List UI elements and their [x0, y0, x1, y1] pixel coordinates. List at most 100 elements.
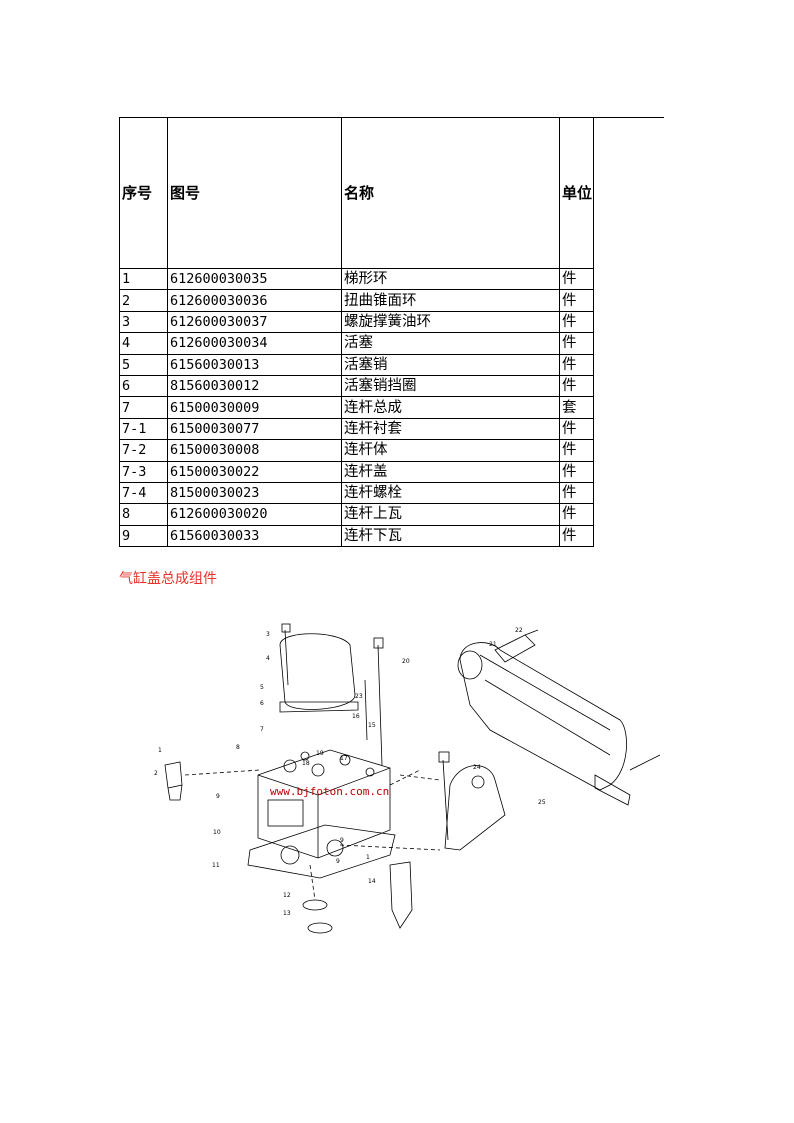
- cell-unit: 件: [559, 374, 594, 398]
- cell-unit: 件: [559, 439, 594, 462]
- cell-unit: 件: [559, 481, 594, 505]
- cell-unit: 件: [559, 460, 594, 483]
- cell-part-number: 61500030008: [167, 439, 342, 462]
- cell-part-number: 61500030022: [167, 460, 342, 483]
- cell-part-number: 61560030033: [167, 524, 342, 548]
- cell-seq: 5: [119, 353, 168, 376]
- diagram-watermark: www.bjfoton.com.cn: [270, 785, 389, 798]
- cell-seq: 9: [119, 524, 168, 548]
- cell-part-number: 612600030037: [167, 310, 342, 334]
- cell-seq: 6: [119, 374, 168, 398]
- diagram-label: 9: [340, 837, 344, 844]
- cell-unit: 件: [559, 289, 594, 312]
- cell-seq: 7: [119, 396, 168, 419]
- cell-seq: 7-1: [119, 417, 168, 441]
- diagram-label: 21: [489, 641, 497, 648]
- cell-unit: 件: [559, 310, 594, 334]
- cell-name: 连杆体: [341, 439, 560, 462]
- cell-name: 连杆下瓦: [341, 524, 560, 548]
- diagram-label: 9: [216, 793, 220, 800]
- diagram-label: 22: [515, 627, 523, 634]
- header-extra: [593, 117, 664, 269]
- cell-part-number: 612600030034: [167, 332, 342, 355]
- diagram-label: 15: [368, 722, 376, 729]
- cell-seq: 7-2: [119, 439, 168, 462]
- cell-part-number: 81560030012: [167, 374, 342, 398]
- cell-seq: 3: [119, 310, 168, 334]
- cell-unit: 套: [559, 396, 594, 419]
- diagram-label: 14: [368, 878, 376, 885]
- cell-extra: [593, 418, 664, 440]
- cell-name: 连杆螺栓: [341, 481, 560, 505]
- cell-unit: 件: [559, 353, 594, 376]
- section-title: 气缸盖总成组件: [119, 571, 217, 587]
- cell-name: 活塞销挡圈: [341, 374, 560, 398]
- cell-name: 活塞: [341, 332, 560, 355]
- cell-unit: 件: [559, 332, 594, 355]
- cell-part-number: 612600030035: [167, 267, 342, 291]
- cell-extra: [593, 439, 664, 462]
- header-part-number: 图号: [167, 117, 342, 269]
- diagram-label: 24: [473, 764, 481, 771]
- cell-unit: 件: [559, 503, 594, 526]
- cell-extra: [593, 332, 664, 355]
- cell-extra: [593, 503, 664, 526]
- diagram-label: 23: [355, 693, 363, 700]
- diagram-label: 18: [302, 760, 310, 767]
- diagram-label: 4: [266, 655, 270, 662]
- cell-seq: 8: [119, 503, 168, 526]
- diagram-label: 7: [260, 726, 264, 733]
- header-unit: 单位: [559, 117, 594, 269]
- diagram-label: 6: [260, 700, 264, 707]
- cell-extra: [593, 311, 664, 333]
- diagram-label: 8: [236, 744, 240, 751]
- table-header-row: 序号 图号 名称 单位: [119, 117, 664, 269]
- header-name: 名称: [341, 117, 560, 269]
- cell-seq: 2: [119, 289, 168, 312]
- cell-name: 连杆盖: [341, 460, 560, 483]
- cell-part-number: 81500030023: [167, 481, 342, 505]
- cell-extra: [593, 396, 664, 419]
- cell-extra: [593, 482, 664, 504]
- cell-extra: [593, 461, 664, 483]
- cell-seq: 4: [119, 332, 168, 355]
- cell-name: 螺旋撑簧油环: [341, 310, 560, 334]
- cell-extra: [593, 525, 664, 547]
- cell-part-number: 612600030020: [167, 503, 342, 526]
- cell-seq: 1: [119, 267, 168, 291]
- diagram-label: 2: [154, 770, 158, 777]
- cell-part-number: 612600030036: [167, 289, 342, 312]
- cell-extra: [593, 289, 664, 312]
- cell-name: 连杆总成: [341, 396, 560, 419]
- cell-part-number: 61500030077: [167, 417, 342, 441]
- diagram-label: 5: [260, 684, 264, 691]
- diagram-label: 13: [283, 910, 291, 917]
- diagram-label: 25: [538, 799, 546, 806]
- cell-part-number: 61500030009: [167, 396, 342, 419]
- cell-name: 连杆上瓦: [341, 503, 560, 526]
- cell-part-number: 61560030013: [167, 353, 342, 376]
- diagram-label: 19: [316, 750, 324, 757]
- header-seq: 序号: [119, 117, 168, 269]
- diagram-label: 10: [213, 829, 221, 836]
- diagram-label: 12: [283, 892, 291, 899]
- cell-extra: [593, 268, 664, 290]
- cell-unit: 件: [559, 524, 594, 548]
- cell-seq: 7-4: [119, 481, 168, 505]
- diagram-label: 17: [340, 755, 348, 762]
- cell-seq: 7-3: [119, 460, 168, 483]
- cell-unit: 件: [559, 267, 594, 291]
- diagram-label: 1: [366, 854, 370, 861]
- diagram-label: 16: [352, 713, 360, 720]
- diagram-label: 1: [158, 747, 162, 754]
